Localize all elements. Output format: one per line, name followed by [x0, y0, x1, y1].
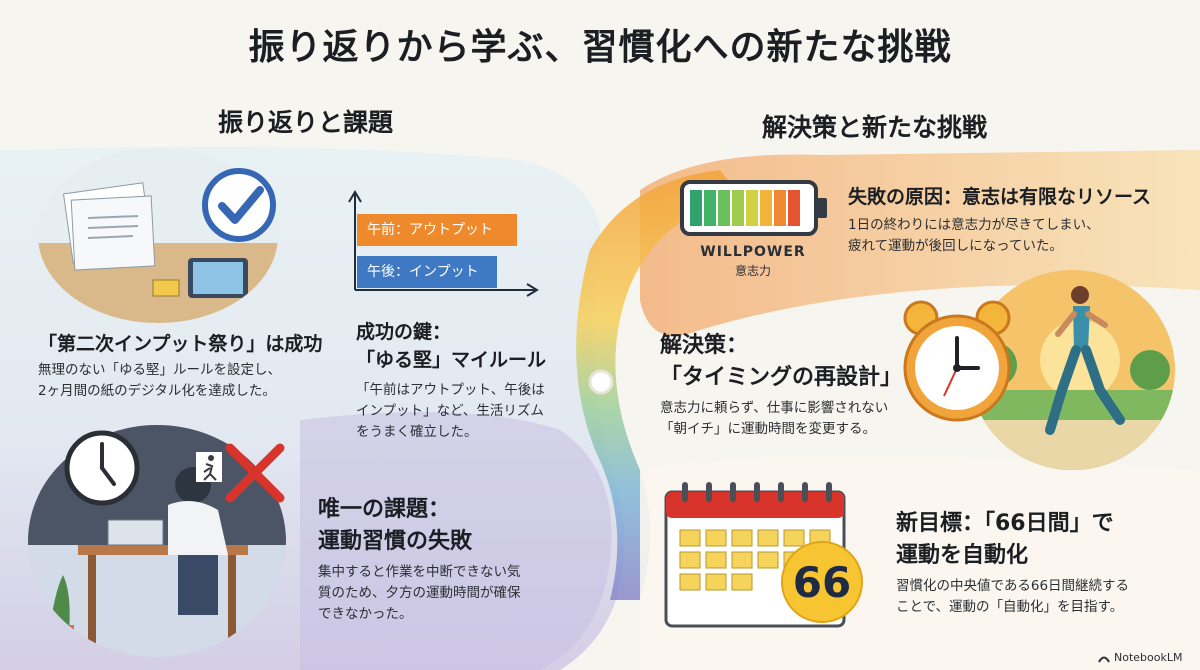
days-badge [781, 541, 863, 623]
issue-heading-line2: 運動習慣の失敗 [318, 529, 473, 554]
schedule-axes [348, 190, 539, 297]
key-heading-line2: 「ゆる堅」マイルール [356, 349, 547, 371]
cross-x-icon [225, 443, 285, 503]
running-person-icon [196, 452, 222, 482]
goal-heading-line2: 運動を自動化 [896, 543, 1029, 568]
key-body: 「午前はアウトプット、午後は インプット」など、生活リズム をうまく確立した。 [356, 382, 545, 440]
solution-heading-line2: 「タイミングの再設計」 [660, 365, 903, 390]
willpower-label: WILLPOWER [700, 244, 806, 260]
willpower-battery-icon [680, 180, 827, 236]
notebooklm-brand: NotebookLM [1098, 651, 1182, 664]
right-section-heading: 解決策と新たな挑戦 [762, 113, 988, 142]
success-heading: 「第二次インプット祭り」は成功 [38, 333, 323, 355]
tablet-icon [188, 258, 248, 298]
solution-heading-line1: 解決策： [660, 333, 749, 358]
cause-heading: 失敗の原因：意志は有限なリソース [848, 186, 1152, 208]
notebooklm-logo-icon [1098, 656, 1110, 663]
issue-heading-line1: 唯一の課題： [318, 497, 451, 522]
willpower-label-jp: 意志力 [734, 264, 771, 278]
cause-body: 1日の終わりには意志力が尽きてしまい、 疲れて運動が後回しになっていた。 [848, 217, 1100, 254]
solution-body: 意志力に頼らず、仕事に影響されない 「朝イチ」に運動時間を変更する。 [660, 400, 889, 437]
wall-clock-icon [64, 430, 140, 506]
pm-input-bar: 午後：インプット [357, 256, 497, 288]
am-output-bar: 午前：アウトプット [357, 214, 517, 246]
goal-body: 習慣化の中央値である66日間継続する ことで、運動の「自動化」を目指す。 [896, 578, 1130, 615]
issue-body: 集中すると作業を中断できない気 質のため、夕方の運動時間が確保 できなかった。 [318, 564, 521, 622]
success-body: 無理のない「ゆる堅」ルールを設定し、 2ヶ月間の紙のデジタル化を達成した。 [38, 362, 281, 399]
goal-heading-line1: 新目標：「66日間」で [896, 511, 1114, 536]
checkmark-badge-icon [202, 168, 276, 242]
left-section-heading: 振り返りと課題 [218, 108, 394, 137]
alarm-clock-icon [903, 300, 1011, 422]
paper-stack-icon [62, 182, 156, 271]
key-heading-line1: 成功の鍵： [356, 321, 452, 343]
days-badge-number: 66 [792, 558, 852, 607]
brand-label: NotebookLM [1114, 651, 1183, 664]
page-title: 振り返りから学ぶ、習慣化への新たな挑戦 [248, 27, 952, 68]
